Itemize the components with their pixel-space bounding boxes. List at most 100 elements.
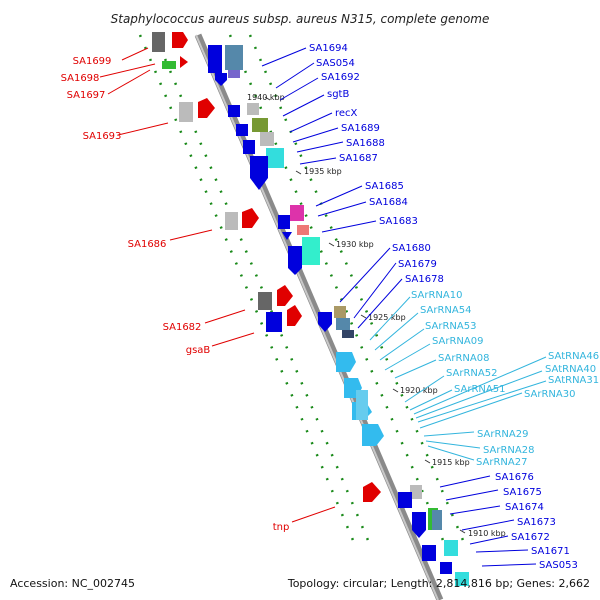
label-SA1687[interactable]: SA1687	[339, 153, 378, 164]
label-gsaB[interactable]: gsaB	[186, 345, 211, 356]
feature-SA1693	[198, 98, 215, 118]
label-SA1679[interactable]: SA1679	[398, 259, 437, 270]
label-SA1694[interactable]: SA1694	[309, 43, 348, 54]
guide-right-outer	[248, 34, 467, 546]
label-SA1682[interactable]: SA1682	[163, 322, 202, 333]
label-SArRNA08[interactable]: SArRNA08	[438, 353, 489, 364]
label-SArRNA27[interactable]: SArRNA27	[476, 457, 527, 468]
label-SAtRNA31[interactable]: SAtRNA31	[548, 375, 599, 386]
label-SA1680[interactable]: SA1680	[392, 243, 431, 254]
label-SArRNA28[interactable]: SArRNA28	[483, 445, 534, 456]
kbp-tick-1925	[360, 314, 367, 319]
label-SAtRNA46[interactable]: SAtRNA46	[548, 351, 599, 362]
label-SArRNA30[interactable]: SArRNA30	[524, 389, 575, 400]
label-SA1688[interactable]: SA1688	[346, 138, 385, 149]
kbp-1940: 1940 kbp	[247, 93, 285, 102]
leader-SA1693	[117, 122, 169, 136]
leader-SA1684	[317, 201, 367, 217]
label-SA1684[interactable]: SA1684	[369, 197, 408, 208]
label-SA1671[interactable]: SA1671	[531, 546, 570, 557]
feature-SA1686-grey	[225, 212, 238, 230]
feature-SA1694	[208, 45, 222, 73]
leader-SA1694	[261, 47, 307, 67]
feature-SA1676	[410, 485, 422, 499]
leader-SA1689	[292, 127, 339, 143]
leader-SA1685	[315, 185, 363, 207]
kbp-1910: 1910 kbp	[468, 529, 506, 538]
leader-SArRNA29	[423, 431, 475, 437]
feature-SA1692	[215, 73, 227, 86]
leader-SA1688	[296, 141, 344, 153]
leader-SA1698	[99, 63, 156, 78]
label-SA1697[interactable]: SA1697	[67, 90, 106, 101]
leader-SA1680	[339, 247, 391, 303]
label-SA1686[interactable]: SA1686	[128, 239, 167, 250]
feature-SAS054	[225, 45, 243, 70]
label-SA1685[interactable]: SA1685	[365, 181, 404, 192]
left-labels: SA1699 SA1698 SA1697 SA1693 SA1686 SA168…	[61, 47, 336, 533]
label-SA1673[interactable]: SA1673	[517, 517, 556, 528]
rna-SArRNA29	[362, 424, 384, 446]
feature-SA1699	[152, 32, 165, 52]
label-SA1678[interactable]: SA1678	[405, 274, 444, 285]
feature-SA1689	[236, 124, 248, 136]
label-SA1699[interactable]: SA1699	[73, 56, 112, 67]
label-SA1698[interactable]: SA1698	[61, 73, 100, 84]
label-SAS054[interactable]: SAS054	[316, 58, 355, 69]
label-tnp[interactable]: tnp	[273, 522, 290, 533]
leader-SA1678	[357, 278, 403, 329]
rna-cluster	[336, 352, 384, 446]
label-SArRNA51[interactable]: SArRNA51	[454, 384, 505, 395]
leader-SArRNA51	[409, 389, 453, 411]
label-SA1675[interactable]: SA1675	[503, 487, 542, 498]
label-SAS053[interactable]: SAS053	[539, 560, 578, 571]
leader-SArRNA52	[404, 375, 445, 403]
label-SArRNA29[interactable]: SArRNA29	[477, 429, 528, 440]
feature-SA1675	[398, 492, 412, 508]
feature-recX	[252, 118, 268, 132]
feature-SAS053-cyan	[455, 572, 469, 586]
label-SA1692[interactable]: SA1692	[321, 72, 360, 83]
label-SA1689[interactable]: SA1689	[341, 123, 380, 134]
label-SArRNA09[interactable]: SArRNA09	[432, 336, 483, 347]
label-SA1672[interactable]: SA1672	[511, 532, 550, 543]
leader-SA1674	[449, 505, 501, 515]
label-SA1683[interactable]: SA1683	[379, 216, 418, 227]
leader-SArRNA08	[394, 359, 437, 379]
feature-SA1687-blue	[250, 156, 268, 190]
feature-SA1678-dark	[342, 330, 354, 338]
label-SA1693[interactable]: SA1693	[83, 131, 122, 142]
feature-SA1682	[277, 285, 293, 306]
leader-tnp	[291, 506, 336, 523]
kbp-markers: 1940 kbp 1935 kbp 1930 kbp 1925 kbp 1920…	[247, 93, 506, 538]
label-SA1676[interactable]: SA1676	[495, 472, 534, 483]
reverse-features	[208, 45, 469, 586]
feature-SA1688	[260, 132, 274, 146]
leader-SA1675	[445, 489, 499, 501]
leader-SA1683	[321, 220, 377, 233]
feature-SA1680	[318, 312, 332, 332]
label-SArRNA53[interactable]: SArRNA53	[425, 321, 476, 332]
label-sgtB[interactable]: sgtB	[327, 89, 349, 100]
feature-SA1673	[412, 512, 426, 538]
leader-SA1673	[461, 519, 515, 531]
leader-SAtRNA40	[415, 370, 543, 419]
leader-SA1679	[353, 262, 397, 319]
feature-SA1687	[266, 148, 284, 168]
label-SArRNA10[interactable]: SArRNA10	[411, 290, 462, 301]
feature-SA1688-blue	[243, 140, 255, 154]
leader-sgtB	[282, 94, 325, 117]
label-recX[interactable]: recX	[335, 108, 358, 119]
label-SAtRNA40[interactable]: SAtRNA40	[545, 364, 596, 375]
feature-SA1684	[278, 215, 290, 229]
kbp-1920: 1920 kbp	[400, 386, 438, 395]
guide-left-outer	[138, 34, 357, 546]
leader-SAS053	[481, 563, 537, 567]
label-SArRNA54[interactable]: SArRNA54	[420, 305, 471, 316]
label-SA1674[interactable]: SA1674	[505, 502, 544, 513]
leader-SA1672	[469, 535, 509, 545]
feature-SA1693-grey	[179, 102, 193, 122]
label-SArRNA52[interactable]: SArRNA52	[446, 368, 497, 379]
kbp-tick-1935	[295, 170, 302, 175]
leader-SAtRNA46	[413, 356, 547, 415]
